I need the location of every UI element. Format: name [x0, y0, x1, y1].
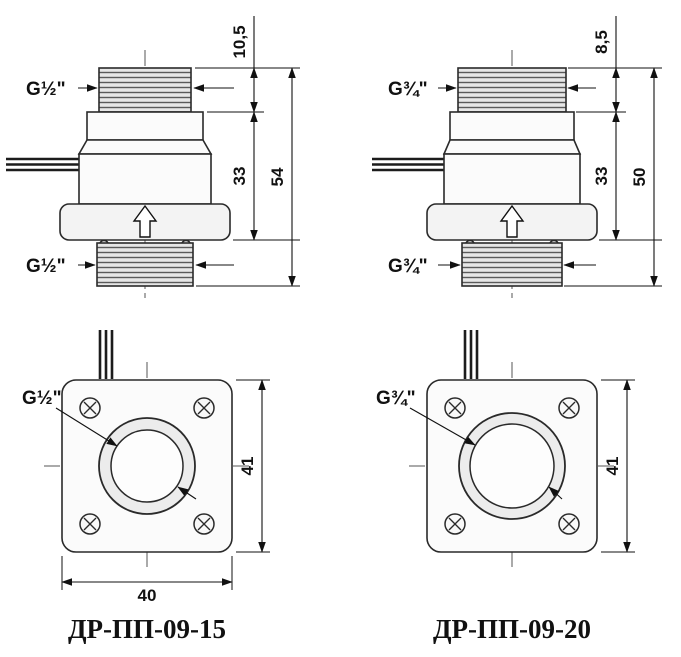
dimensions: 41 40	[61, 379, 270, 605]
model-label-right: ДР-ПП-09-20	[433, 614, 591, 644]
dim-body-height: 33	[592, 167, 611, 186]
thread-top	[457, 67, 567, 113]
side-view-right: 8,5 33 50 G¾" G¾"	[372, 16, 662, 298]
port-thread-circle	[469, 423, 555, 509]
thread-bottom-label: G¾"	[388, 256, 428, 277]
screw-icon	[558, 397, 580, 419]
collar	[449, 111, 575, 141]
device-wires	[98, 330, 114, 379]
dim-body-height: 33	[230, 167, 249, 186]
screw-icon	[79, 513, 101, 535]
collar	[86, 111, 204, 141]
screw-icon	[193, 513, 215, 535]
thread-callout-bottom: G½"	[26, 256, 234, 277]
dimensions: 41	[601, 379, 635, 553]
dim-thread-length: 10,5	[230, 25, 249, 58]
corner-screws	[79, 397, 215, 535]
thread-label: G½"	[22, 388, 62, 409]
thread-label: G¾"	[376, 388, 416, 409]
dim-total-height: 54	[268, 167, 287, 186]
corner-screws	[444, 397, 580, 535]
thread-callout: G¾"	[376, 388, 563, 500]
thread-bottom-label: G½"	[26, 256, 66, 277]
screw-icon	[444, 513, 466, 535]
side-view-left: 10,5 33 54 G½" G½"	[6, 16, 300, 298]
body-taper	[442, 139, 582, 155]
thread-callout-top: G½"	[26, 79, 234, 100]
thread-top	[98, 67, 192, 113]
screw-icon	[79, 397, 101, 419]
device-wires	[372, 157, 446, 172]
body	[78, 153, 212, 205]
dim-width: 40	[138, 586, 157, 605]
dim-thread-length: 8,5	[592, 30, 611, 54]
body-taper	[77, 139, 213, 155]
thread-bottom	[96, 242, 194, 287]
thread-callout-top: G¾"	[388, 79, 596, 100]
port-thread-circle	[110, 429, 184, 503]
screw-icon	[193, 397, 215, 419]
dim-height: 41	[238, 457, 257, 476]
device-wires	[463, 330, 479, 379]
screw-icon	[444, 397, 466, 419]
dim-total-height: 50	[630, 168, 649, 187]
screw-icon	[558, 513, 580, 535]
model-label-left: ДР-ПП-09-15	[68, 614, 226, 644]
thread-top-label: G¾"	[388, 79, 428, 100]
thread-callout-bottom: G¾"	[388, 256, 596, 277]
dimensions: 8,5 33 50	[564, 16, 662, 287]
flow-direction-arrow	[132, 204, 158, 238]
dimensions: 10,5 33 54	[195, 16, 300, 287]
thread-top-label: G½"	[26, 79, 66, 100]
device-wires	[6, 157, 80, 172]
thread-callout: G½"	[22, 388, 197, 500]
body	[443, 153, 581, 205]
thread-bottom	[461, 242, 563, 287]
flow-direction-arrow	[499, 204, 525, 238]
top-view-left: G½" 41 40	[22, 330, 270, 605]
top-view-right: G¾" 41	[376, 330, 635, 570]
dim-height: 41	[603, 457, 622, 476]
